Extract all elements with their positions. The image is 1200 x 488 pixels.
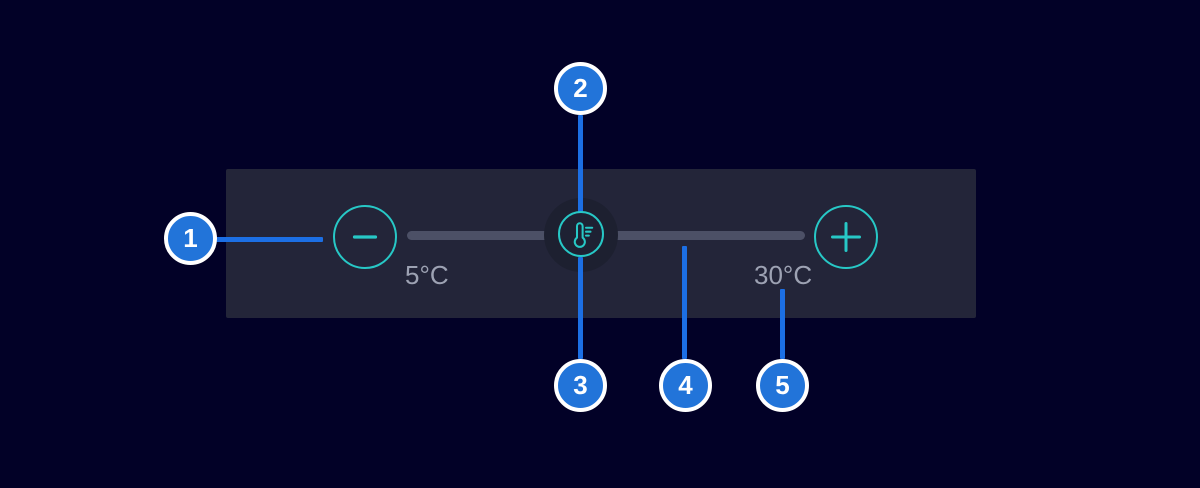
annotation-line-4 bbox=[682, 246, 687, 359]
annotation-badge-number: 1 bbox=[183, 223, 198, 253]
minus-icon bbox=[352, 224, 378, 250]
annotation-badge-1: 1 bbox=[164, 212, 217, 265]
annotation-badge-5: 5 bbox=[756, 359, 809, 412]
annotation-badge-3: 3 bbox=[554, 359, 607, 412]
annotation-badge-4: 4 bbox=[659, 359, 712, 412]
max-temp-label: 30°C bbox=[754, 260, 813, 290]
annotation-line-1 bbox=[216, 237, 323, 242]
increase-temperature-button[interactable] bbox=[814, 205, 878, 269]
annotation-line-2 bbox=[578, 115, 583, 212]
annotation-badge-number: 2 bbox=[573, 73, 588, 103]
annotation-badge-number: 4 bbox=[678, 370, 693, 400]
annotation-line-3 bbox=[578, 257, 583, 359]
annotation-badge-number: 3 bbox=[573, 370, 588, 400]
annotation-line-5 bbox=[780, 289, 785, 359]
slider-handle[interactable] bbox=[558, 211, 604, 257]
plus-icon bbox=[830, 221, 862, 253]
min-temp-label: 5°C bbox=[405, 260, 449, 290]
annotation-badge-number: 5 bbox=[775, 370, 790, 400]
thermometer-icon bbox=[568, 221, 595, 248]
decrease-temperature-button[interactable] bbox=[333, 205, 397, 269]
annotation-badge-2: 2 bbox=[554, 62, 607, 115]
